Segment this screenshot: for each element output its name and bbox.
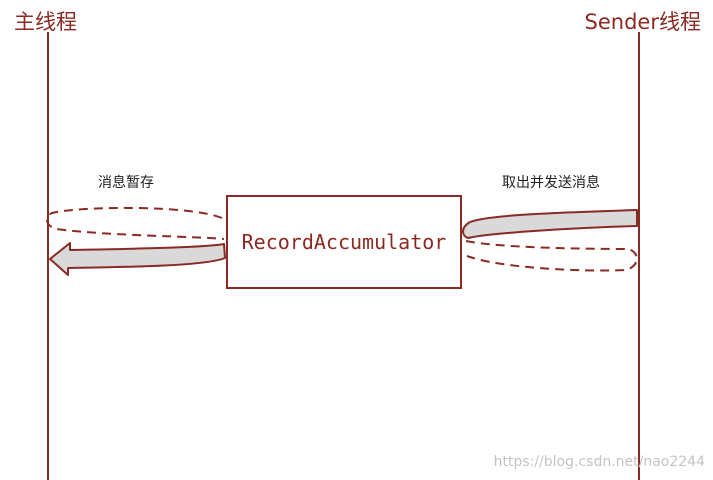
record-accumulator-box: RecordAccumulator xyxy=(226,195,462,289)
sender-thread-lifeline xyxy=(638,32,640,480)
sender-send-dashed-loop xyxy=(465,240,638,272)
main-thread-lifeline xyxy=(47,32,49,480)
main-thread-title: 主线程 xyxy=(14,10,77,34)
watermark-text: https://blog.csdn.net/nao2244 xyxy=(493,454,705,470)
main-store-return-arrow xyxy=(49,242,226,276)
sender-thread-title: Sender线程 xyxy=(584,10,701,34)
fetch-send-label: 取出并发送消息 xyxy=(502,175,600,191)
sender-fetch-arrow xyxy=(462,209,638,239)
record-accumulator-label: RecordAccumulator xyxy=(241,230,447,254)
store-message-label: 消息暂存 xyxy=(98,175,154,191)
main-store-dashed-loop xyxy=(46,206,225,240)
